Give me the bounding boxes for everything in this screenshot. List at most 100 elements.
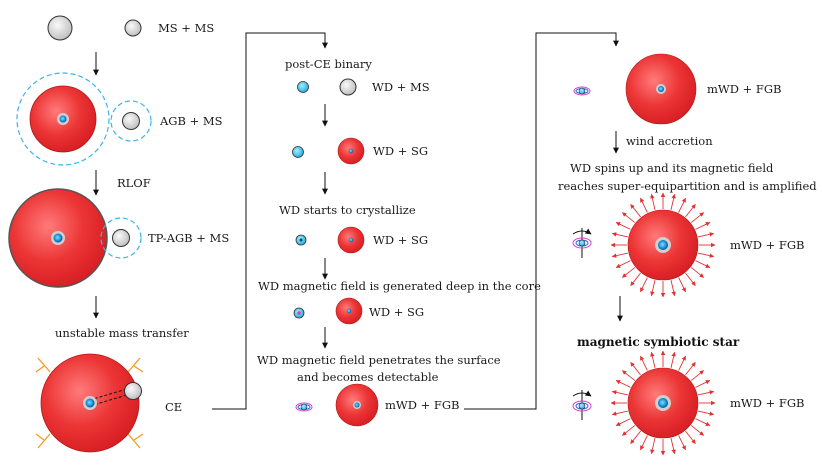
- ms-companion-tpagb: [112, 229, 130, 247]
- field-ray: [615, 222, 631, 230]
- field-ray: [670, 351, 676, 369]
- label-wind-accretion: wind accretion: [626, 134, 713, 148]
- connector-1: [212, 32, 328, 410]
- field-ray: [640, 435, 648, 451]
- field-ray: [630, 203, 641, 218]
- field-ray: [695, 418, 711, 426]
- field-ray: [685, 203, 696, 218]
- label-field-generated: WD magnetic field is generated deep in t…: [258, 279, 541, 293]
- field-ray: [695, 380, 711, 388]
- fgb-core-inner-col3-2: [658, 240, 668, 250]
- field-ray: [630, 272, 641, 287]
- roche-lobe-agb: [16, 72, 110, 166]
- magnetic-wd-icon: [295, 402, 313, 412]
- label-wd-ms: WD + MS: [372, 80, 430, 94]
- ce-link-a: [89, 387, 131, 401]
- label-agb-ms: AGB + MS: [159, 114, 223, 128]
- agb-core-inner: [59, 115, 67, 123]
- label-mwd-fgb-2: mWD + FGB: [730, 238, 805, 252]
- field-ray: [640, 355, 648, 371]
- connector-2: [464, 32, 619, 410]
- ce-companion: [124, 382, 142, 400]
- field-ray: [690, 370, 705, 381]
- field-ray: [621, 425, 636, 436]
- field-ray: [650, 193, 656, 211]
- field-ray: [611, 232, 629, 238]
- field-ray: [640, 197, 648, 213]
- wd-crystal-core: [299, 238, 303, 242]
- field-rays-2: [610, 350, 716, 456]
- field-ray: [678, 197, 686, 213]
- field-ray: [650, 351, 656, 369]
- fgb-core-inner-col3-1: [658, 86, 664, 92]
- field-ray: [630, 361, 641, 376]
- field-ray: [640, 277, 648, 293]
- label-post-ce: post-CE binary: [285, 57, 372, 71]
- label-spins-2: reaches super-equipartition and is ampli…: [558, 179, 817, 193]
- field-ray: [697, 252, 715, 258]
- spinning-mwd-icon-2: [572, 390, 592, 420]
- field-ray: [670, 193, 676, 211]
- label-mwd-fgb-col2: mWD + FGB: [385, 398, 460, 412]
- field-ray: [695, 260, 711, 268]
- ce-core-inner: [85, 398, 95, 408]
- label-wd-sg-2: WD + SG: [373, 233, 428, 247]
- ms-companion-agb: [122, 112, 140, 130]
- label-symbiotic: magnetic symbiotic star: [577, 335, 740, 349]
- wd-sg-1: [292, 146, 304, 158]
- field-ray: [621, 370, 636, 381]
- field-ray: [611, 410, 629, 416]
- sg-core-1: [348, 148, 354, 154]
- label-tpagb-ms: TP-AGB + MS: [148, 231, 229, 245]
- roche-lobe-ms: [110, 100, 152, 142]
- field-ray: [615, 418, 631, 426]
- field-ray: [615, 380, 631, 388]
- field-ray: [697, 232, 715, 238]
- roche-lobe-tpagb-ms: [100, 217, 142, 259]
- wd-post-ce: [297, 81, 309, 93]
- column-3: mWD + FGB wind accretion WD spins up and…: [558, 53, 817, 456]
- label-crystallize: WD starts to crystallize: [279, 203, 416, 217]
- label-penetrates-2: and becomes detectable: [297, 370, 439, 384]
- field-ray: [685, 430, 696, 445]
- field-ray: [621, 267, 636, 278]
- sg-core-2: [348, 237, 354, 243]
- ms-post-ce: [339, 78, 357, 96]
- field-ray: [685, 361, 696, 376]
- spinning-mwd-icon-1: [572, 228, 592, 258]
- field-ray: [650, 279, 656, 297]
- label-unstable: unstable mass transfer: [55, 326, 189, 340]
- fgb-core-inner-col3-3: [658, 398, 668, 408]
- field-ray: [621, 212, 636, 223]
- field-ray: [695, 222, 711, 230]
- column-2: post-CE binary WD + MS WD + SG WD starts…: [257, 57, 541, 427]
- sg-core-3: [346, 308, 352, 314]
- tpagb-core-inner: [53, 233, 63, 243]
- label-spins-1: WD spins up and its magnetic field: [570, 161, 774, 175]
- field-ray: [630, 430, 641, 445]
- label-ms-ms: MS + MS: [158, 21, 214, 35]
- magnetic-wd-icon-1: [573, 86, 591, 96]
- field-ray: [697, 390, 715, 396]
- field-ray: [670, 437, 676, 455]
- field-ray: [611, 390, 629, 396]
- label-ce: CE: [165, 400, 182, 414]
- label-rlof: RLOF: [117, 176, 151, 190]
- fgb-core-inner-col2: [354, 402, 360, 408]
- label-mwd-fgb-3: mWD + FGB: [730, 396, 805, 410]
- label-wd-sg-3: WD + SG: [369, 305, 424, 319]
- ms-star-large: [47, 15, 73, 41]
- wd-field-core: [297, 311, 301, 315]
- field-ray: [685, 272, 696, 287]
- field-ray: [690, 212, 705, 223]
- field-ray: [697, 410, 715, 416]
- field-ray: [678, 277, 686, 293]
- label-mwd-fgb-1: mWD + FGB: [707, 82, 782, 96]
- ce-rays: [35, 357, 144, 449]
- label-wd-sg-1: WD + SG: [373, 144, 428, 158]
- ms-star-small: [124, 19, 142, 37]
- column-1: MS + MS AGB + MS RLOF TP-AGB + MS unstab…: [8, 15, 229, 453]
- field-ray: [690, 425, 705, 436]
- label-penetrates-1: WD magnetic field penetrates the surface: [257, 353, 501, 367]
